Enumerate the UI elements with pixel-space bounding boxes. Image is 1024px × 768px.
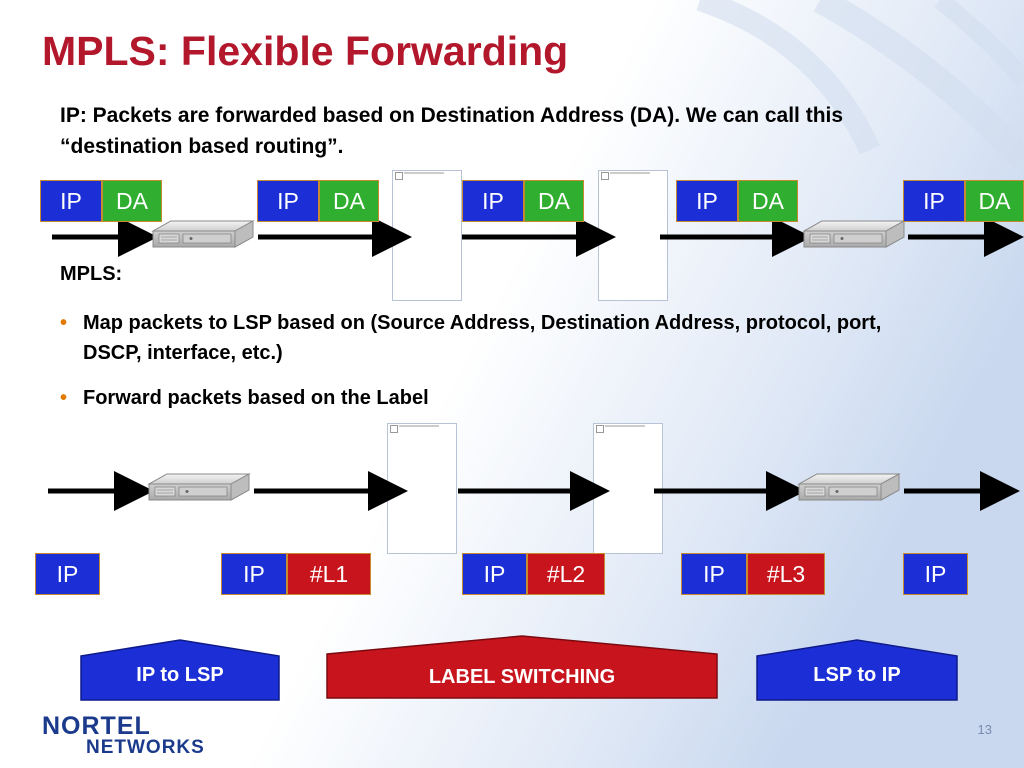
mpls-packet: IP #L2 <box>462 553 605 595</box>
da-field: DA <box>319 180 379 222</box>
bullet-icon: • <box>60 312 68 334</box>
ip-field: IP <box>40 180 102 222</box>
router-icon <box>152 220 254 248</box>
mpls-packet: IP #L3 <box>681 553 825 595</box>
ip-field: IP <box>903 553 968 595</box>
ip-packet: IP DA <box>40 180 162 222</box>
intro-text: IP: Packets are forwarded based on Desti… <box>60 104 844 158</box>
ip-field: IP <box>257 180 319 222</box>
label-switching-stage-shape <box>326 635 718 699</box>
bullet-text: Map packets to LSP based on (Source Addr… <box>83 312 882 364</box>
mpls-packet: IP #L1 <box>221 553 371 595</box>
ip-field: IP <box>676 180 738 222</box>
networks-logo-text: NETWORKS <box>86 737 205 758</box>
label-field: #L1 <box>287 553 371 595</box>
bullet-text: Forward packets based on the Label <box>83 387 429 409</box>
router-icon <box>798 473 900 501</box>
stage-label-switching: LABEL SWITCHING <box>428 666 616 688</box>
bullet-item: • Map packets to LSP based on (Source Ad… <box>60 308 940 368</box>
lsp-to-ip-stage-shape <box>756 639 958 701</box>
page-number: 13 <box>977 722 992 737</box>
ip-packet: IP DA <box>257 180 379 222</box>
mpls-packet: IP <box>35 553 100 595</box>
ip-field: IP <box>35 553 100 595</box>
ip-field: IP <box>221 553 287 595</box>
mpls-packet: IP <box>903 553 968 595</box>
label-field: #L3 <box>747 553 825 595</box>
stage-lsp-to-ip: LSP to IP <box>813 664 901 686</box>
slide-title: MPLS: Flexible Forwarding <box>42 28 569 74</box>
bullet-icon: • <box>60 387 68 409</box>
mpls-heading: MPLS: <box>60 263 123 285</box>
router-icon <box>148 473 250 501</box>
ip-field: IP <box>462 180 524 222</box>
ip-to-lsp-stage-shape <box>80 639 280 701</box>
ip-packet: IP DA <box>903 180 1024 222</box>
bullet-item: • Forward packets based on the Label <box>60 383 940 413</box>
nortel-logo: NORTEL <box>42 712 151 740</box>
da-field: DA <box>738 180 798 222</box>
ip-packet: IP DA <box>462 180 584 222</box>
router-icon <box>803 220 905 248</box>
label-field: #L2 <box>527 553 605 595</box>
da-field: DA <box>965 180 1024 222</box>
stage-ip-to-lsp: IP to LSP <box>136 664 224 686</box>
da-field: DA <box>524 180 584 222</box>
da-field: DA <box>102 180 162 222</box>
ip-field: IP <box>462 553 527 595</box>
ip-packet: IP DA <box>676 180 798 222</box>
ip-field: IP <box>681 553 747 595</box>
ip-field: IP <box>903 180 965 222</box>
